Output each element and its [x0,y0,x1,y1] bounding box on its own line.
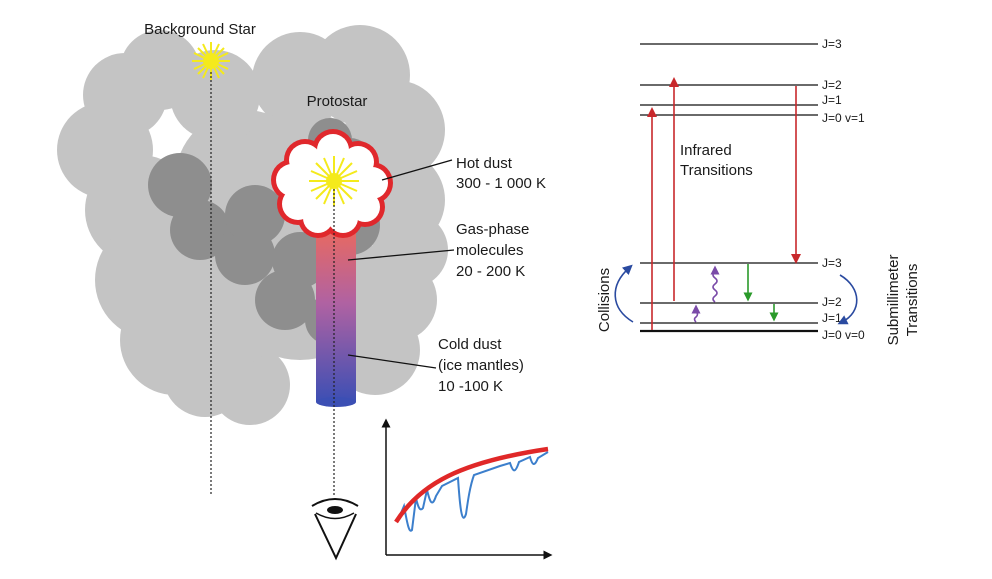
wavy-excitation-arrow-short [691,304,701,323]
submm-transitions-label: Submillimeter [885,255,902,346]
upper-level-j1-label: J=1 [822,93,842,107]
lower-level-j0-label: J=0 v=0 [822,328,865,342]
gas-phase-label-2: molecules [456,242,524,259]
lower-level-j2-label: J=2 [822,295,842,309]
gas-column [316,222,356,402]
gas-phase-leader [347,249,455,261]
upper-level-j0-label: J=0 v=1 [822,111,865,125]
cold-dust-leader [347,354,437,369]
hot-dust-shell [271,129,393,238]
gas-phase-temperature: 20 - 200 K [456,263,525,280]
molecular-cloud [57,25,448,425]
cold-dust-label-2: (ice mantles) [438,357,524,374]
spectrum-plot [381,418,553,560]
upper-level-j3-label: J=3 [822,37,842,51]
collisions-curved-arrow [614,264,634,323]
infrared-transitions-label-2: Transitions [680,162,753,179]
lower-level-j1-label: J=1 [822,311,842,325]
infrared-transitions-label: Infrared [680,142,732,159]
submm-curved-arrow [837,274,858,325]
collisions-label: Collisions [596,268,613,332]
continuum-curve [394,446,549,524]
cold-dust-temperature: 10 -100 K [438,378,503,395]
gas-phase-label: Gas-phase [456,221,529,238]
cold-dust-label: Cold dust [438,336,502,353]
background-star [192,42,230,80]
lower-level-j3-label: J=3 [822,256,842,270]
protostar-star [309,156,359,206]
gas-column-base [316,397,356,407]
hot-dust-leader [381,159,453,181]
eye-icon [311,498,359,561]
submm-transitions-label-2: Transitions [904,264,921,337]
protostar-label: Protostar [307,93,368,110]
background-star-label: Background Star [144,21,256,38]
wavy-excitation-arrow-long [710,265,720,303]
energy-level-diagram: J=3 J=2 J=1 J=0 v=1 J=3 J=2 J=1 J=0 v=0 … [596,37,921,345]
upper-level-j2-label: J=2 [822,78,842,92]
hot-dust-temperature: 300 - 1 000 K [456,175,546,192]
hot-dust-label: Hot dust [456,155,513,172]
